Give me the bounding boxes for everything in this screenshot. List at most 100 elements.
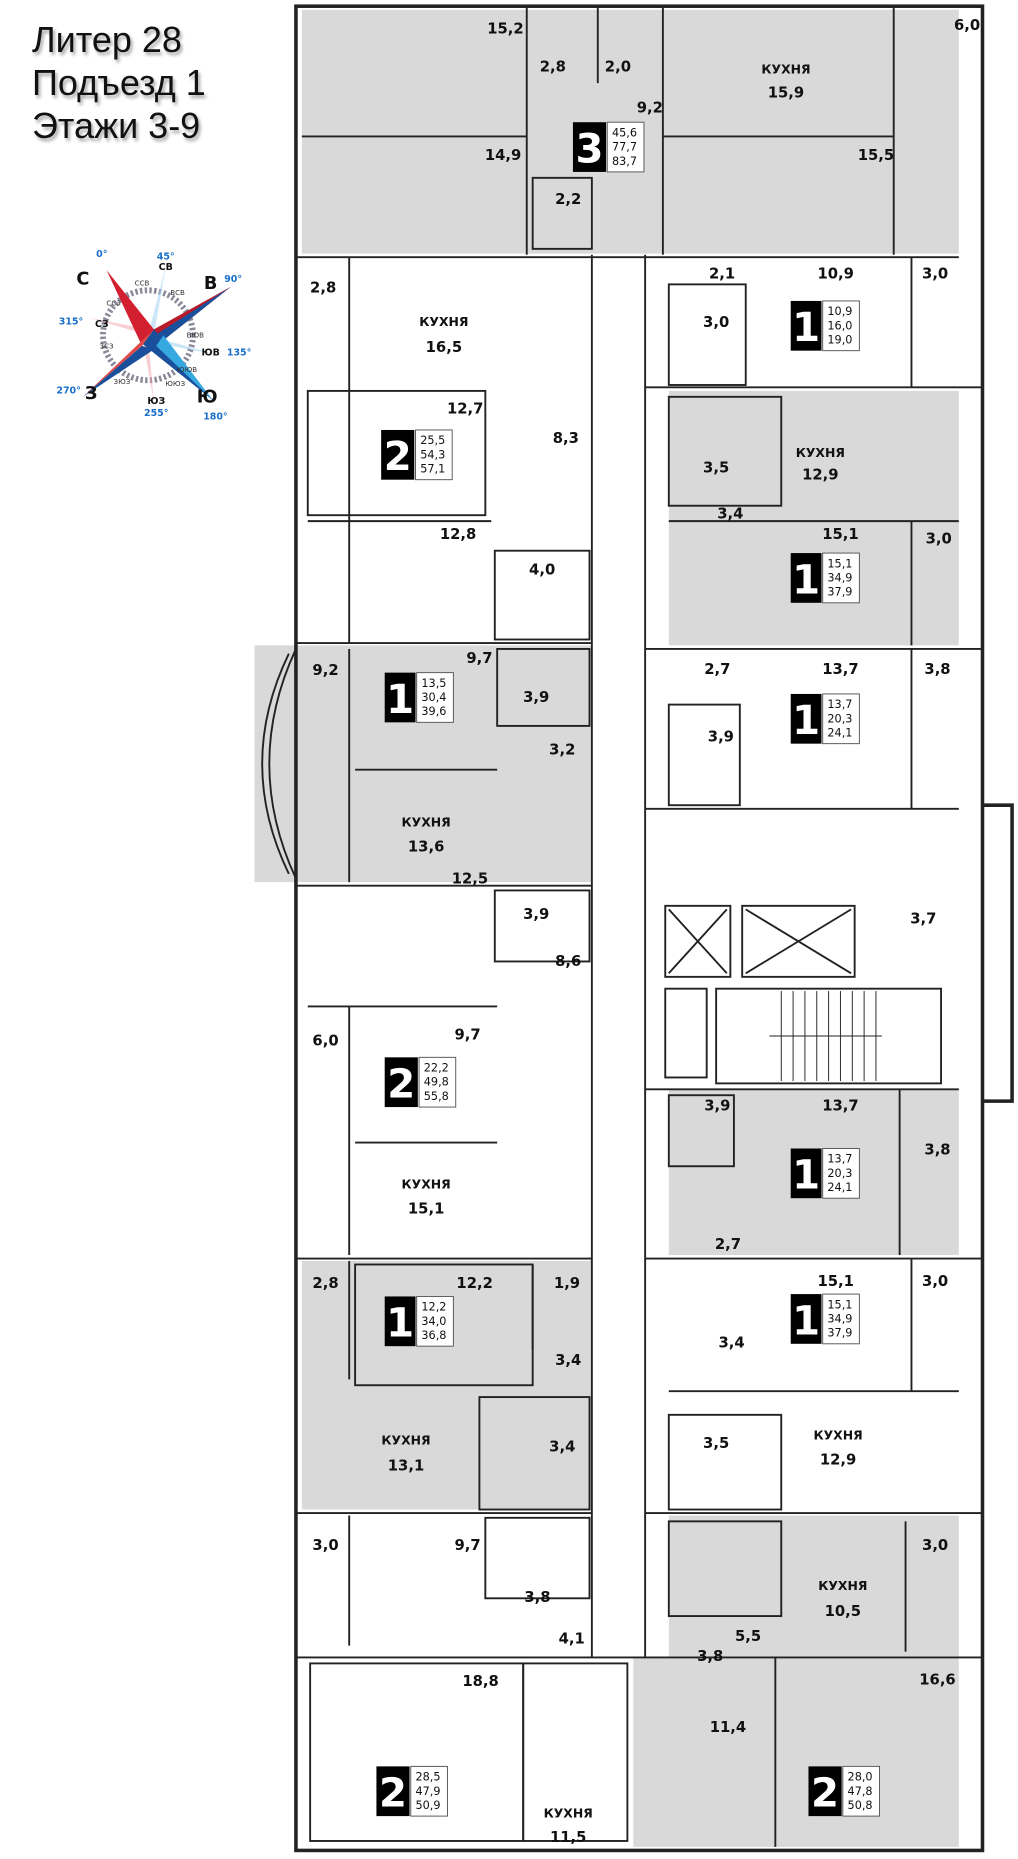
hall-area: 9,2 [637, 100, 663, 117]
badge-rooms: 2 [811, 1771, 839, 1817]
stair-elevator-core: 3,7 [664, 904, 943, 1085]
apartment-badge: 2 22,249,855,8 [384, 1056, 457, 1108]
apartment-fills [254, 9, 959, 1847]
bathroom-area: 3,8 [697, 1648, 723, 1665]
compass-nw: СЗ [95, 319, 109, 330]
badge-rooms: 1 [792, 557, 820, 603]
room-area: 15,1 [817, 1273, 853, 1290]
hall-area: 2,7 [704, 661, 730, 678]
room-area: 11,4 [710, 1719, 746, 1736]
bay-area: 9,2 [312, 662, 338, 679]
compass-ne: СВ [159, 262, 173, 273]
compass-ne-deg: 45° [157, 252, 175, 263]
badge-area: 77,7 [612, 141, 637, 154]
hall-area: 3,4 [718, 1334, 744, 1351]
compass-nw-deg: 315° [59, 317, 83, 328]
badge-rooms: 1 [792, 1153, 820, 1199]
badge-rooms: 1 [792, 305, 820, 351]
apartment-badge: 1 12,234,036,8 [384, 1295, 454, 1347]
badge-rooms: 1 [792, 1298, 820, 1344]
badge-area: 34,0 [421, 1315, 446, 1328]
compass-wnw: ЗСЗ [100, 341, 115, 350]
kitchen-label: КУХНЯ [419, 314, 468, 329]
badge-area: 34,9 [827, 1312, 852, 1325]
balcony-area: 3,8 [924, 661, 950, 678]
compass-se: ЮВ [202, 347, 220, 358]
compass-ene: ВСВ [170, 288, 185, 297]
bathroom-area: 3,9 [708, 728, 734, 745]
badge-area: 34,9 [827, 571, 852, 584]
apartment-1-room-e[interactable]: 3,9 13,7 3,8 2,7 1 13,720,324,1 [704, 1098, 950, 1253]
balcony-area: 3,0 [312, 1537, 338, 1554]
kitchen-label: КУХНЯ [761, 62, 810, 77]
compass-east: В [204, 274, 218, 294]
core-hall-area: 3,7 [910, 911, 936, 928]
compass-sw-deg: 255° [144, 408, 168, 419]
kitchen-area: 16,5 [426, 339, 462, 356]
compass-se-deg: 135° [227, 347, 251, 358]
apartment-1-room-g[interactable]: 15,1 3,0 3,4 3,5 КУХНЯ 12,9 1 15,134,937… [703, 1273, 948, 1469]
apartment-1-room-d[interactable]: 2,7 13,7 3,8 3,9 1 13,720,324,1 [704, 661, 950, 745]
room-area: 12,5 [452, 870, 488, 887]
badge-area: 39,6 [421, 705, 446, 718]
room-area: 16,6 [919, 1672, 955, 1689]
room-area: 15,1 [822, 526, 858, 543]
wc-area: 2,0 [605, 58, 631, 75]
apartment-2-room-a[interactable]: 2,8 КУХНЯ 16,5 12,7 8,3 12,8 4,0 2 25,55… [310, 280, 579, 579]
badge-area: 37,9 [827, 1327, 852, 1340]
apartment-2-room-b[interactable]: 12,5 3,9 8,6 6,0 9,7 КУХНЯ 15,1 2 22,249… [312, 870, 581, 1217]
apartment-2-room-c[interactable]: 3,0 9,7 3,8 4,1 18,8 КУХНЯ 11,5 2 28,547… [312, 1537, 592, 1846]
badge-area: 55,8 [424, 1090, 449, 1103]
kitchen-label: КУХНЯ [813, 1428, 862, 1443]
hall-area: 3,4 [717, 506, 743, 523]
building-floors: Этажи 3-9 [32, 105, 201, 146]
apartment-3-room[interactable]: 15,2 14,9 2,8 2,0 9,2 2,2 КУХНЯ 15,9 15,… [485, 17, 980, 208]
bathroom-area: 3,5 [703, 460, 729, 477]
apartment-badge: 1 13,720,324,1 [790, 1148, 860, 1199]
badge-rooms: 2 [384, 434, 412, 480]
apartment-badge: 2 28,547,950,9 [376, 1765, 448, 1817]
apartment-1-room-c[interactable]: 9,2 9,7 3,9 3,2 КУХНЯ 13,6 1 13,530,439,… [312, 650, 575, 855]
apartment-2-room-d[interactable]: 3,8 5,5 КУХНЯ 10,5 3,0 11,4 16,6 2 28,04… [697, 1537, 956, 1817]
room-area: 13,7 [822, 1098, 858, 1115]
compass-west-deg: 270° [56, 385, 80, 396]
hall-area: 9,7 [454, 1537, 480, 1554]
kitchen-label: КУХНЯ [544, 1805, 593, 1820]
badge-area: 83,7 [612, 155, 637, 168]
compass-sse: ЮЮВ [177, 365, 197, 374]
kitchen-label: КУХНЯ [818, 1578, 867, 1593]
badge-area: 19,0 [827, 334, 852, 347]
kitchen-area: 15,9 [768, 84, 804, 101]
compass-south: Ю [197, 388, 218, 408]
apartment-1-room-a[interactable]: 2,1 10,9 3,0 3,0 1 10,916,019,0 [703, 265, 948, 351]
badge-area: 13,7 [827, 1153, 852, 1166]
badge-area: 13,5 [421, 677, 446, 690]
hall-area: 5,5 [735, 1628, 761, 1645]
compass-west: З [85, 384, 98, 404]
apartment-1-room-b[interactable]: 3,5 КУХНЯ 12,9 3,4 15,1 3,0 1 15,134,937… [703, 445, 952, 603]
badge-rooms: 2 [379, 1771, 407, 1817]
closet-area: 2,2 [555, 191, 581, 208]
room-area: 14,9 [485, 147, 521, 164]
badge-area: 28,5 [415, 1771, 440, 1784]
kitchen-label: КУХНЯ [402, 815, 451, 830]
badge-area: 57,1 [420, 463, 445, 476]
badge-area: 13,7 [827, 698, 852, 711]
building-entrance: Подъезд 1 [32, 62, 206, 103]
room-area: 15,2 [487, 20, 523, 37]
apartment-1-room-f[interactable]: 2,8 12,2 1,9 3,4 КУХНЯ 13,1 3,4 1 12,234… [312, 1275, 581, 1474]
compass-south-deg: 180° [203, 411, 227, 422]
hall-area: 3,2 [549, 741, 575, 758]
closet-area: 1,9 [554, 1275, 580, 1292]
room-area: 9,7 [466, 650, 492, 667]
compass-rose: С 0° В 90° Ю 180° З 270° СВ 45° ЮВ 135° … [56, 249, 251, 422]
balcony-area: 6,0 [954, 17, 980, 34]
badge-rooms: 2 [387, 1062, 415, 1108]
balcony-area: 3,8 [924, 1141, 950, 1158]
compass-east-deg: 90° [224, 274, 242, 285]
badge-area: 10,9 [827, 305, 852, 318]
bathroom-area: 3,4 [549, 1439, 575, 1456]
hall-area: 8,3 [553, 430, 579, 447]
balcony-area: 3,0 [922, 1273, 948, 1290]
